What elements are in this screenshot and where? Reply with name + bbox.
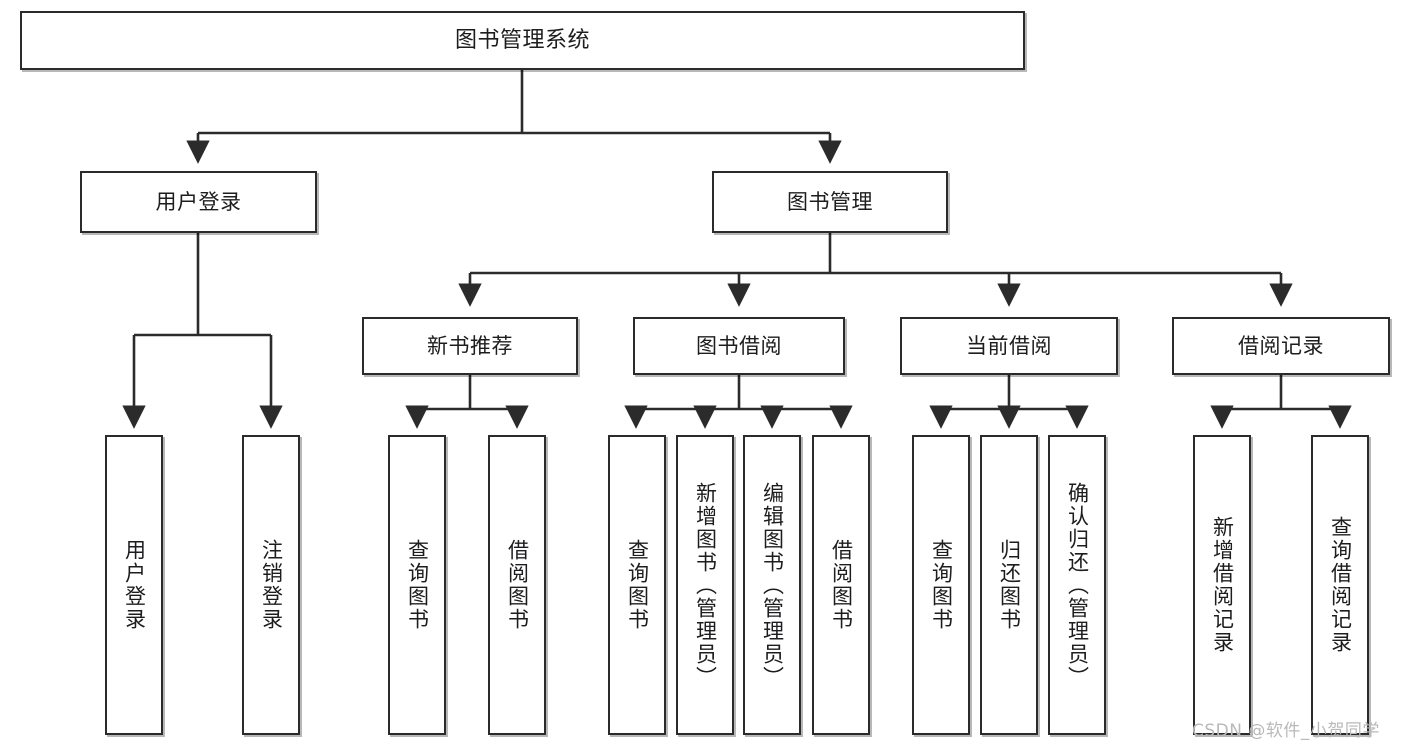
- node-label: 借阅图书: [505, 539, 530, 631]
- node-label: 新增借阅记录: [1210, 516, 1235, 654]
- node-label: 查询图书: [929, 539, 954, 631]
- node-book-management[interactable]: 图书管理: [712, 171, 948, 233]
- node-label: 借阅图书: [829, 539, 854, 631]
- leaf-query-book-borrow[interactable]: 查询图书: [608, 435, 666, 735]
- node-label: 图书借阅: [696, 333, 782, 358]
- node-label: 确认归还（管理员）: [1065, 481, 1090, 689]
- node-label: 图书管理系统: [454, 27, 590, 53]
- node-label: 查询借阅记录: [1328, 516, 1353, 654]
- leaf-confirm-return-admin[interactable]: 确认归还（管理员）: [1048, 435, 1106, 735]
- node-borrow-record[interactable]: 借阅记录: [1172, 317, 1390, 375]
- leaf-logout[interactable]: 注销登录: [242, 435, 300, 735]
- node-label: 新书推荐: [427, 333, 513, 358]
- leaf-query-book-recommend[interactable]: 查询图书: [388, 435, 446, 735]
- node-label: 用户登录: [122, 539, 147, 631]
- leaf-query-borrow-record[interactable]: 查询借阅记录: [1311, 435, 1369, 735]
- node-book-borrow[interactable]: 图书借阅: [633, 317, 845, 375]
- node-label: 注销登录: [259, 539, 284, 631]
- node-user-login[interactable]: 用户登录: [80, 171, 317, 233]
- leaf-user-login[interactable]: 用户登录: [105, 435, 163, 735]
- node-label: 借阅记录: [1238, 333, 1324, 358]
- leaf-add-book-admin[interactable]: 新增图书（管理员）: [676, 435, 734, 735]
- node-current-borrow[interactable]: 当前借阅: [900, 317, 1118, 375]
- leaf-query-book-current[interactable]: 查询图书: [912, 435, 970, 735]
- node-label: 归还图书: [997, 539, 1022, 631]
- node-label: 编辑图书（管理员）: [760, 481, 785, 689]
- node-label: 图书管理: [787, 189, 873, 214]
- leaf-add-borrow-record[interactable]: 新增借阅记录: [1193, 435, 1251, 735]
- node-label: 新增图书（管理员）: [693, 481, 718, 689]
- leaf-borrow-book[interactable]: 借阅图书: [812, 435, 870, 735]
- leaf-edit-book-admin[interactable]: 编辑图书（管理员）: [743, 435, 801, 735]
- node-label: 查询图书: [625, 539, 650, 631]
- node-label: 当前借阅: [966, 333, 1052, 358]
- node-label: 查询图书: [405, 539, 430, 631]
- node-new-book-recommend[interactable]: 新书推荐: [362, 317, 578, 375]
- node-label: 用户登录: [155, 189, 242, 214]
- node-root-book-management-system[interactable]: 图书管理系统: [20, 11, 1025, 70]
- leaf-return-book[interactable]: 归还图书: [980, 435, 1038, 735]
- leaf-borrow-book-recommend[interactable]: 借阅图书: [488, 435, 546, 735]
